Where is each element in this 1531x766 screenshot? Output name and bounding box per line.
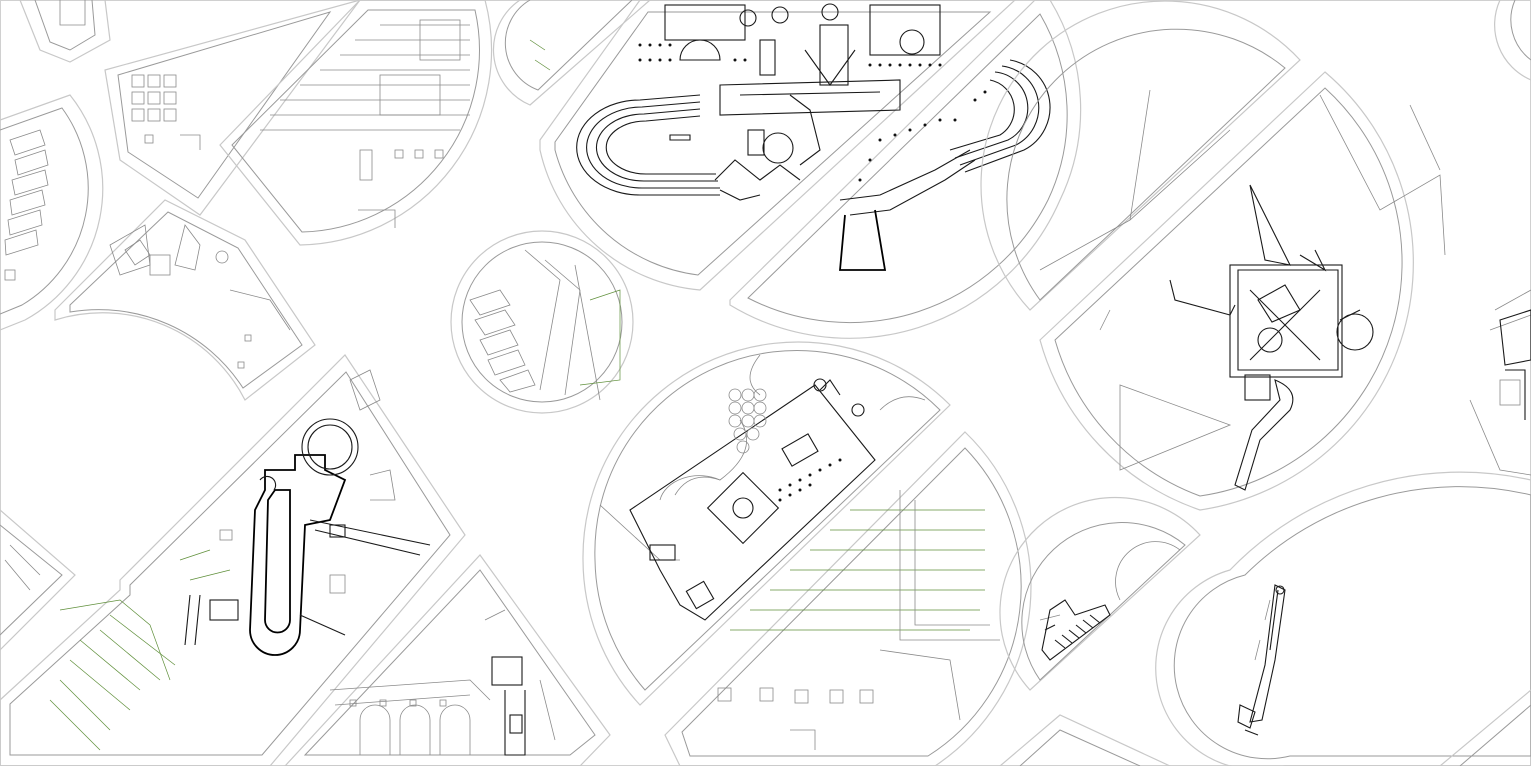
grove-circles — [728, 388, 767, 454]
fragment-garden-villa-circle — [582, 341, 951, 706]
colonnade-dots — [638, 43, 942, 67]
fragment-top-left-corner — [19, 0, 111, 63]
fragment-left-arc — [0, 509, 76, 651]
fragment-terrace-villa — [664, 431, 1032, 766]
fragment-courtyard-house-circle — [219, 0, 493, 246]
fragment-bottom-right-strip — [999, 689, 1531, 766]
fragment-apsidal-basilica — [0, 354, 466, 766]
fragment-right-edge-tower — [1469, 0, 1531, 476]
fragment-arena-oval — [729, 0, 1082, 339]
fragment-sculpture-landscape-circle — [980, 0, 1446, 511]
fragment-promenade-circle — [1155, 471, 1531, 766]
fragment-grid-block-top — [104, 0, 361, 216]
fragment-top-strip — [492, 0, 651, 106]
fragment-terrace-left-edge — [0, 94, 104, 331]
fragment-circus-stadium — [539, 0, 1016, 291]
fragment-courtyard-house — [284, 554, 611, 766]
fragment-cross-plan — [54, 199, 316, 401]
fragment-half-moon-stair — [999, 496, 1201, 691]
fragment-circular-medallion-small — [450, 230, 634, 414]
